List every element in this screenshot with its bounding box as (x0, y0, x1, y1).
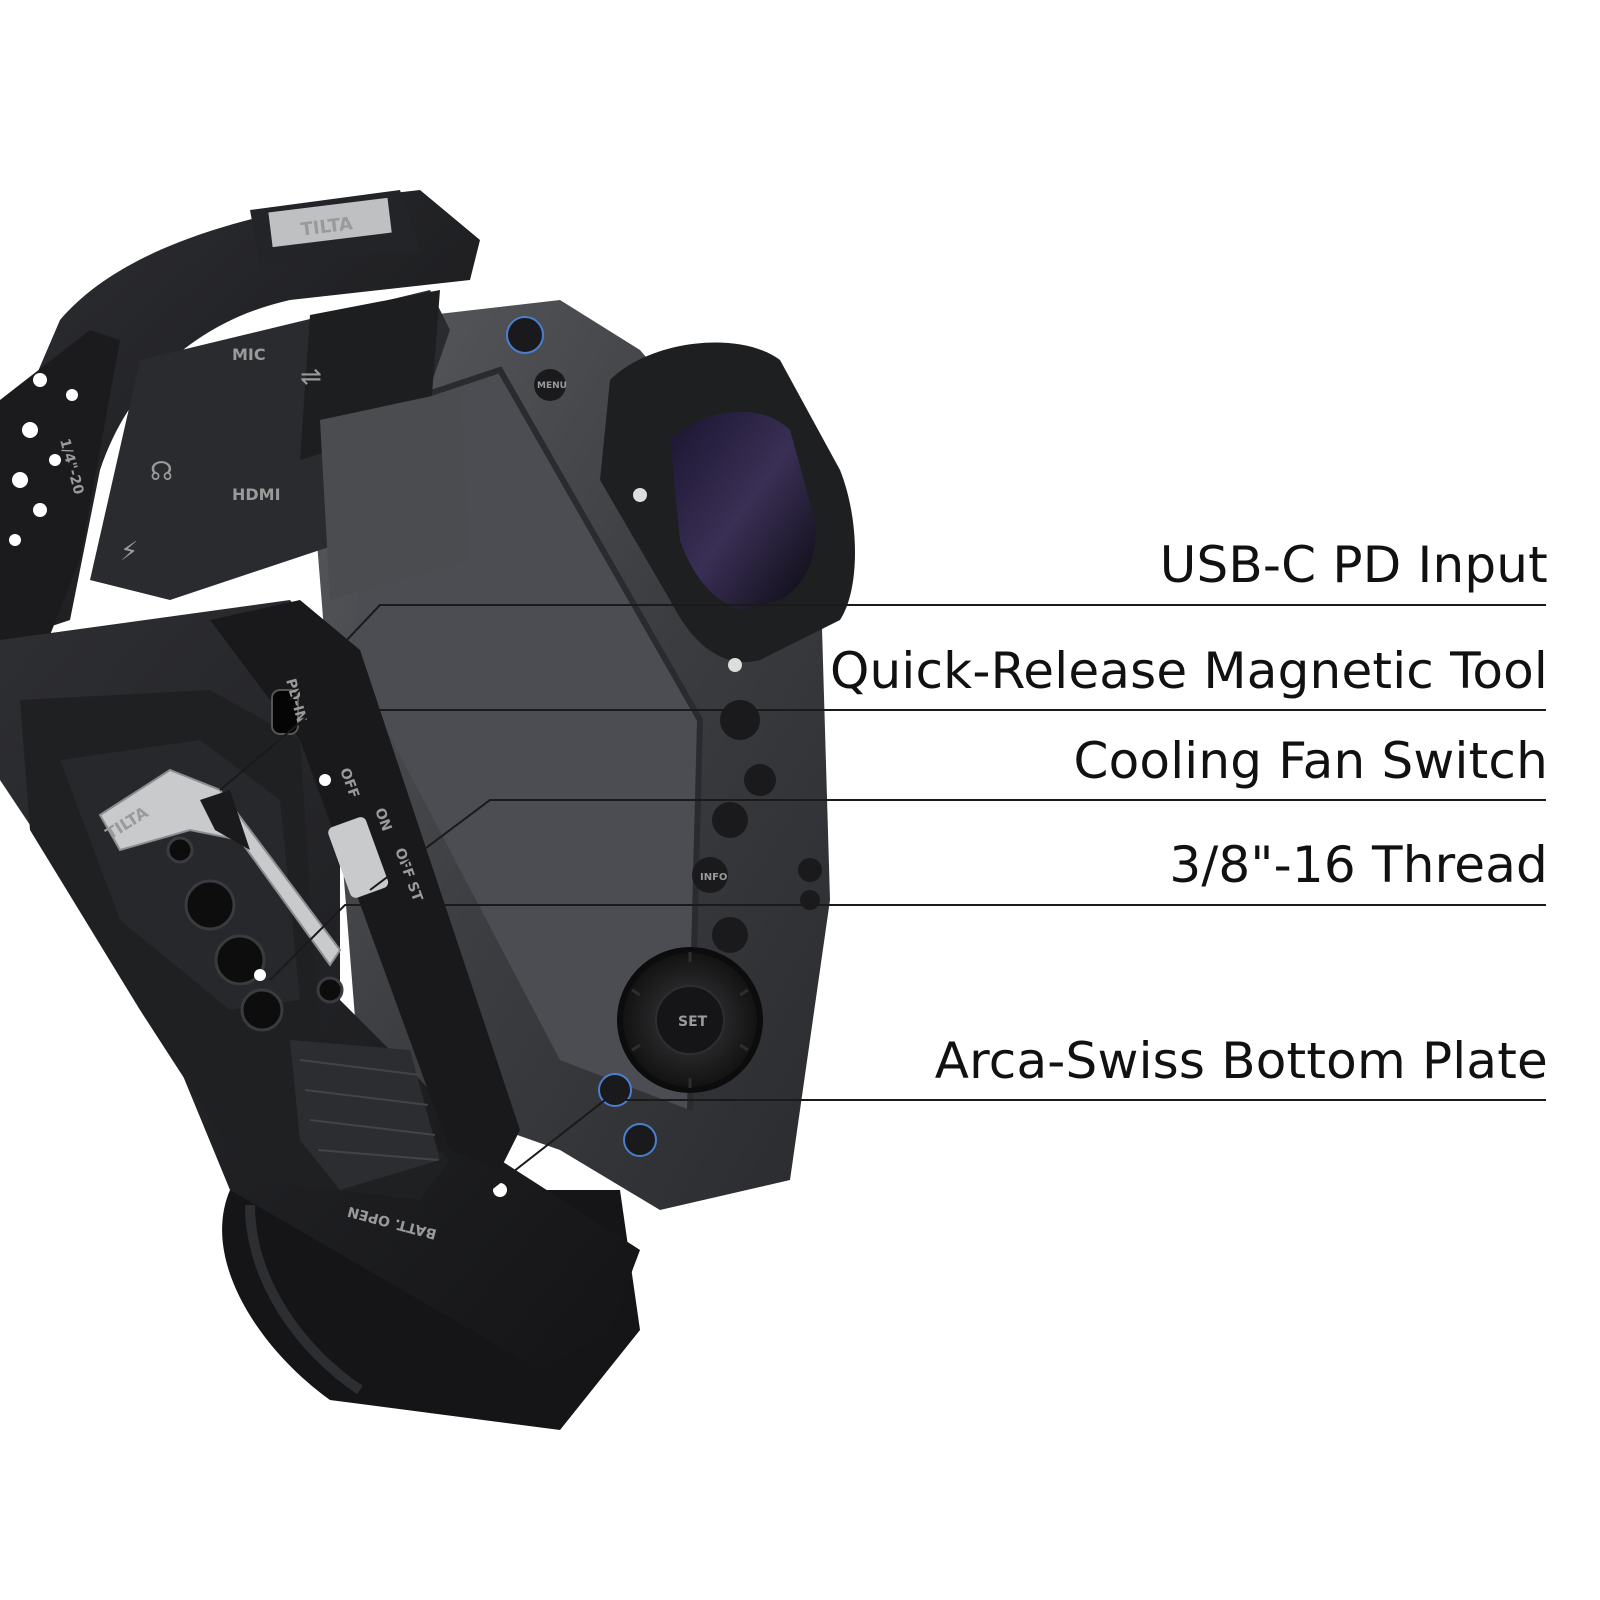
button-playback (712, 917, 748, 953)
leader-usb-c (289, 604, 1546, 701)
set-button (655, 985, 725, 1055)
callout-usb-c-pd-input: USB-C PD Input (1159, 536, 1548, 594)
set-label: SET (678, 1014, 708, 1030)
callout-thread: 3/8"-16 Thread (1169, 836, 1548, 894)
button-fn (744, 764, 776, 796)
leader-magnetic-tool (219, 709, 1546, 791)
hinge (320, 390, 470, 600)
callout-arca-swiss-bottom-plate: Arca-Swiss Bottom Plate (934, 1032, 1548, 1090)
vent-grille (290, 1040, 440, 1190)
joystick (720, 700, 760, 740)
viewfinder-glass (670, 411, 816, 610)
leader-lines (219, 604, 1546, 1191)
port-mic-label: MIC (232, 345, 266, 364)
button-q (598, 1073, 632, 1107)
fan-switch (328, 817, 389, 898)
mount-holes (9, 373, 78, 546)
button-info (692, 857, 728, 893)
button-af (506, 316, 544, 354)
button-menu (534, 369, 566, 401)
button-zoom (712, 802, 748, 838)
leader-fan-switch (369, 799, 1546, 891)
switch-on-label: ON (371, 806, 394, 834)
trash-button (623, 1123, 657, 1157)
leader-bottom-plate (489, 1099, 1546, 1191)
headphone-icon: ☊ (150, 457, 173, 487)
flash-icon: ⚡ (120, 537, 138, 567)
callout-cooling-fan-switch: Cooling Fan Switch (1073, 732, 1548, 790)
plate-holes (166, 836, 344, 1032)
menu-label: MENU (537, 381, 567, 391)
magnetic-tool (98, 768, 342, 967)
cage-top (0, 190, 480, 640)
callout-quick-release-magnetic-tool: Quick-Release Magnetic Tool (829, 642, 1548, 700)
info-label: INFO (700, 872, 727, 883)
leader-thread (269, 904, 1546, 981)
port-hdmi-label: HDMI (232, 485, 281, 504)
cage-side (0, 330, 120, 680)
usb-symbol-icon: ⇌ (300, 362, 322, 392)
